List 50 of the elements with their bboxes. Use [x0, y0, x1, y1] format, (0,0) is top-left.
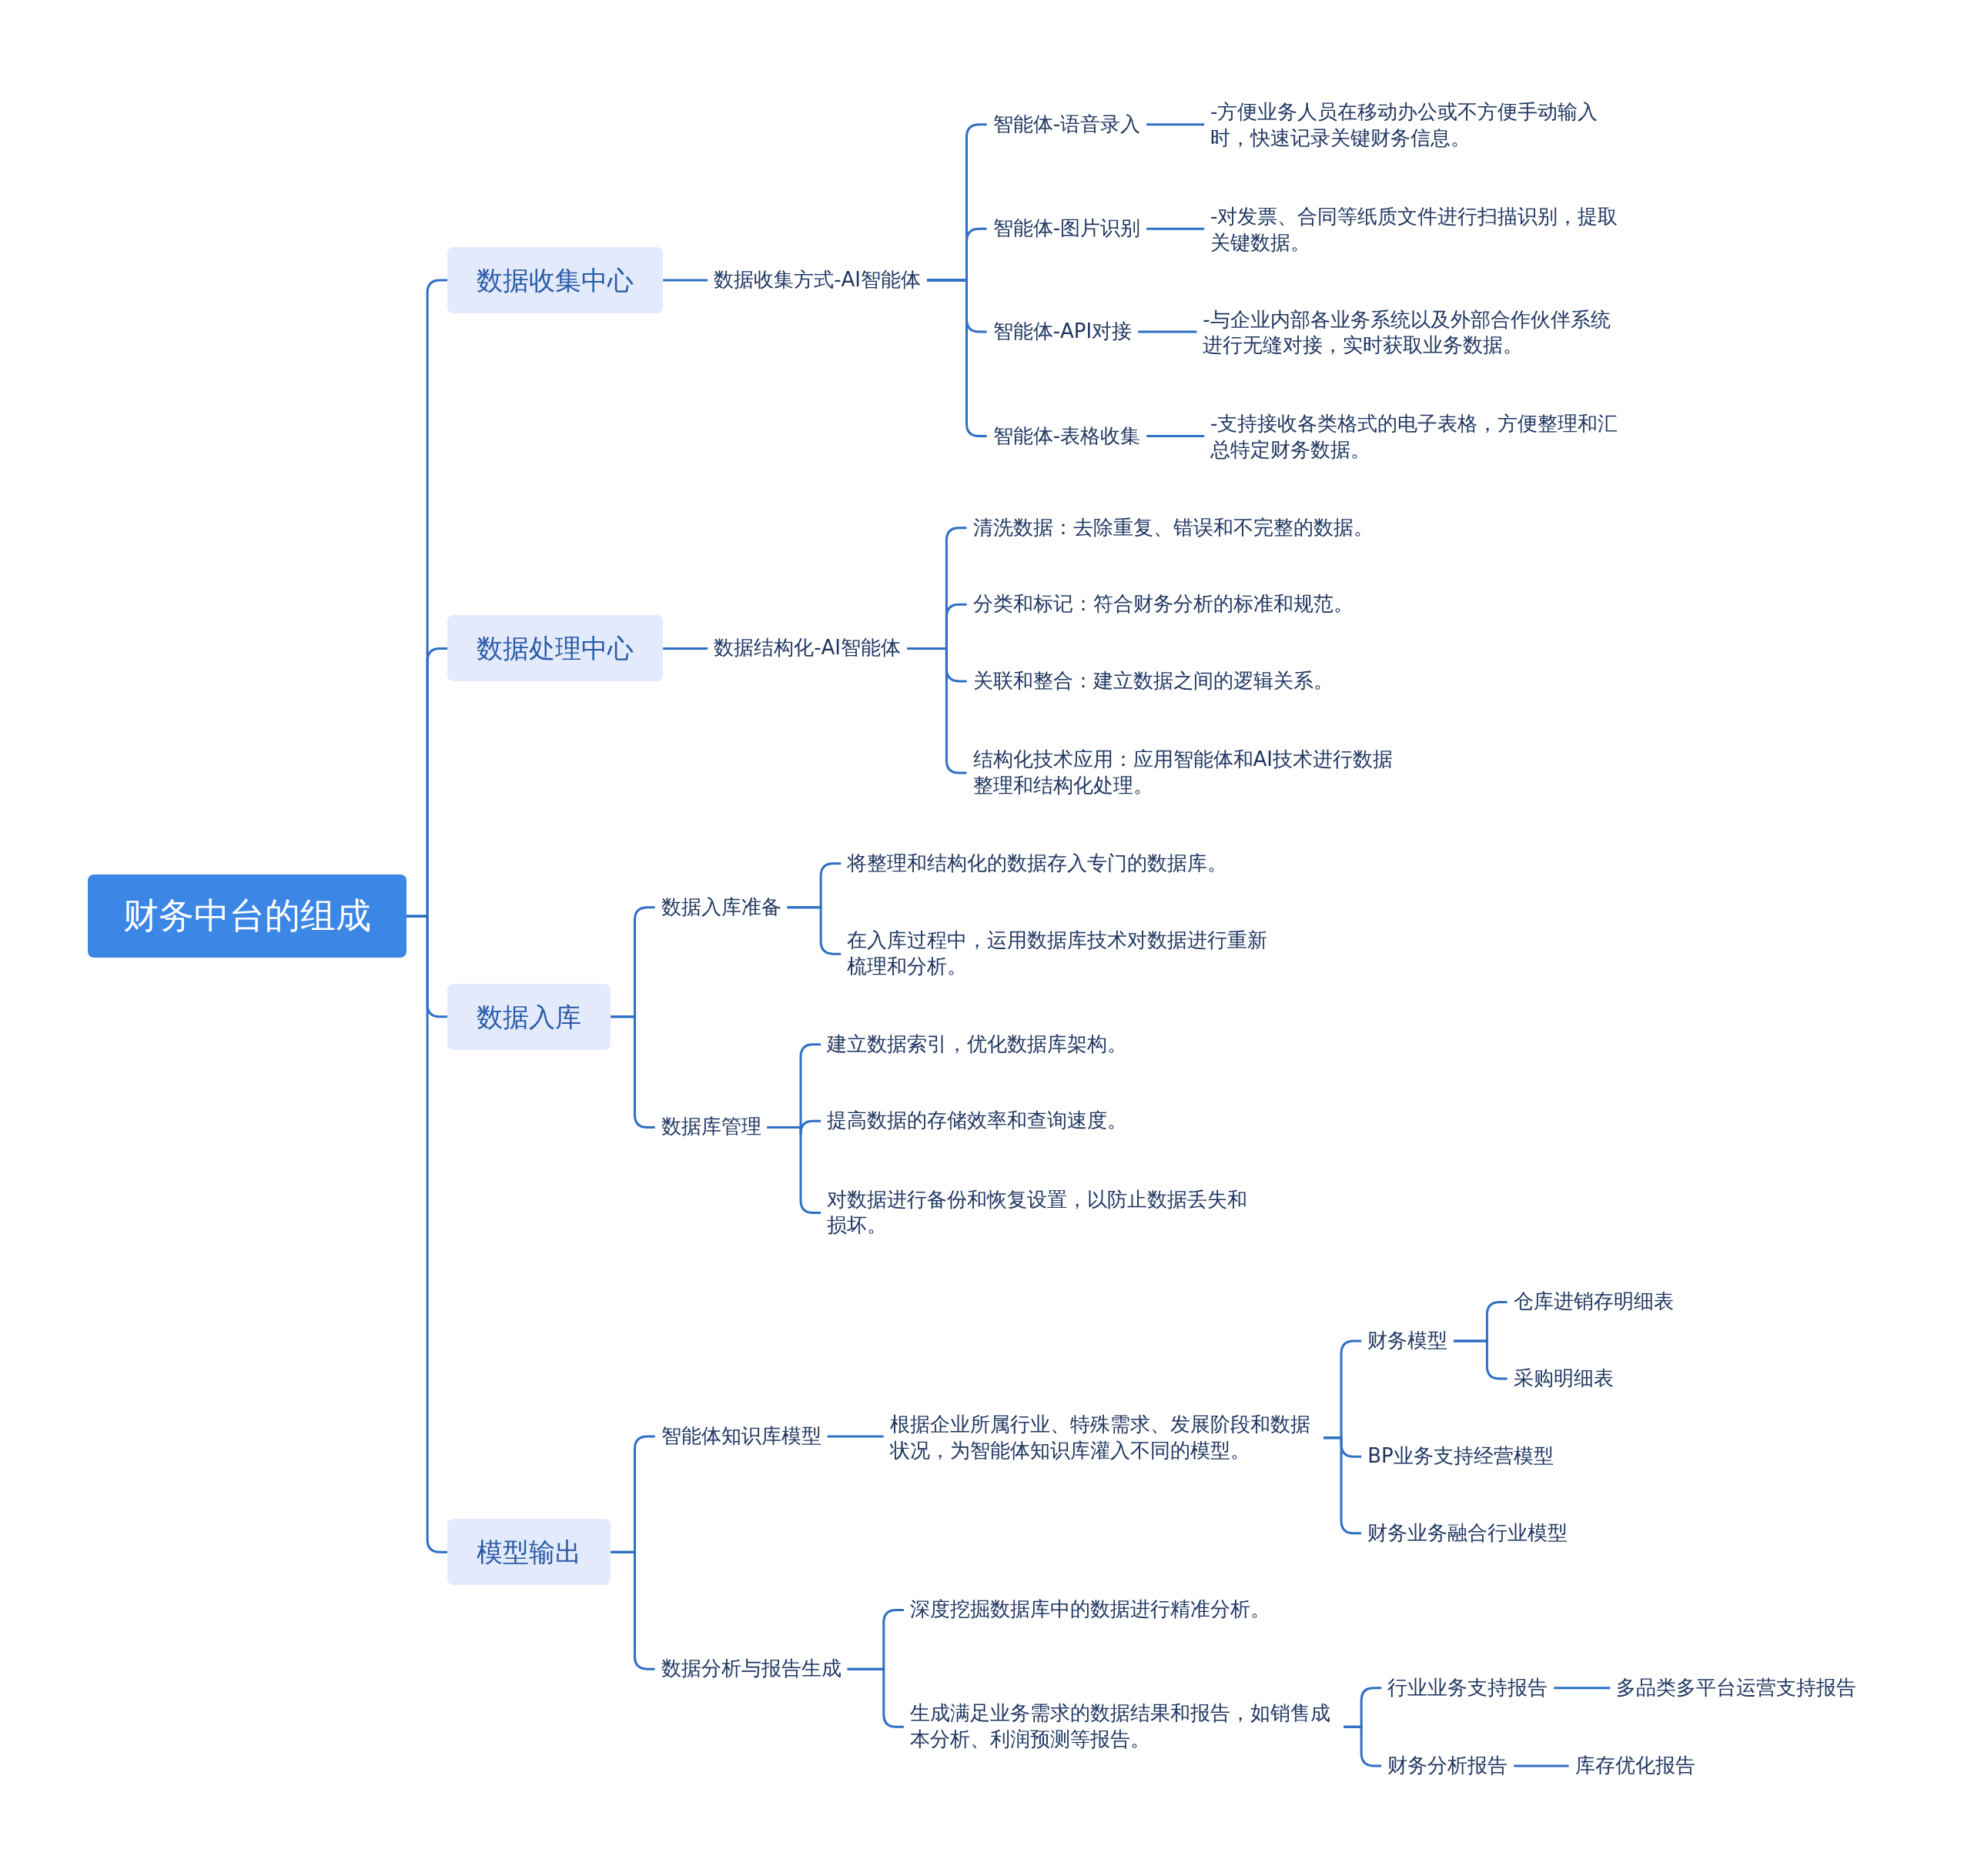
topic-text: 智能体-API对接: [986, 316, 1139, 348]
topic-text: 清洗数据：去除重复、错误和不完整的数据。: [966, 511, 1380, 544]
topic-text: 采购明细表: [1507, 1363, 1620, 1395]
topic-text: 关联和整合：建立数据之间的逻辑关系。: [966, 665, 1340, 697]
topic-text: BP业务支持经营模型: [1361, 1440, 1560, 1473]
topic-text: 数据分析与报告生成: [654, 1653, 848, 1686]
topic-text: 数据收集方式-AI智能体: [708, 264, 927, 296]
connector-line: [663, 647, 708, 650]
topic-text: 提高数据的存储效率和查询速度。: [821, 1105, 1134, 1138]
connector-line: [1138, 330, 1197, 333]
topic-box: 数据收集中心: [447, 247, 664, 314]
topic-text: 财务业务融合行业模型: [1361, 1517, 1574, 1550]
topic-text: 财务分析报告: [1381, 1750, 1514, 1782]
topic-text: 数据库管理: [654, 1111, 768, 1144]
topic-text: 将整理和结构化的数据存入专门的数据库。: [841, 847, 1234, 880]
topic-text: 多品类多平台运营支持报告: [1610, 1671, 1863, 1704]
topic-text: 智能体-表格收集: [986, 420, 1146, 453]
connector-line: [1146, 435, 1205, 437]
connector-line: [1146, 227, 1205, 230]
topic-text: 智能体-语音录入: [986, 108, 1146, 141]
topic-text: 智能体-图片识别: [986, 212, 1146, 246]
topic-text: 结构化技术应用：应用智能体和AI技术进行数据整理和结构化处理。: [966, 744, 1407, 802]
topic-box: 数据入库: [447, 983, 611, 1050]
topic-text: 仓库进销存明细表: [1507, 1286, 1680, 1319]
root-topic-box: 财务中台的组成: [88, 874, 407, 958]
topic-text: 建立数据索引，优化数据库架构。: [821, 1028, 1134, 1061]
topic-text: -方便业务人员在移动办公或不方便手动输入时，快速记录关键财务信息。: [1204, 96, 1638, 155]
topic-text: -对发票、合同等纸质文件进行扫描识别，提取关键数据。: [1204, 200, 1638, 259]
topic-text: -支持接收各类格式的电子表格，方便整理和汇总特定财务数据。: [1204, 408, 1638, 466]
topic-text: 根据企业所属行业、特殊需求、发展阶段和数据状况，为智能体知识库灌入不同的模型。: [883, 1408, 1324, 1467]
topic-text: 在入库过程中，运用数据库技术对数据进行重新梳理和分析。: [841, 925, 1281, 983]
topic-text: 财务模型: [1361, 1325, 1454, 1357]
topic-box: 数据处理中心: [447, 615, 664, 682]
connector-line: [827, 1435, 884, 1438]
topic-text: 行业业务支持报告: [1381, 1671, 1554, 1704]
connector-line: [663, 279, 708, 282]
topic-text: -与企业内部各业务系统以及外部合作伙伴系统进行无缝对接，实时获取业务数据。: [1196, 303, 1631, 363]
topic-text: 库存优化报告: [1568, 1750, 1702, 1782]
topic-text: 深度挖掘数据库中的数据进行精准分析。: [903, 1593, 1277, 1627]
topic-text: 数据结构化-AI智能体: [708, 632, 907, 665]
connector-line: [1514, 1764, 1569, 1767]
topic-box: 模型输出: [447, 1519, 611, 1586]
topic-text: 生成满足业务需求的数据结果和报告，如销售成本分析、利润预测等报告。: [903, 1697, 1344, 1757]
topic-text: 智能体知识库模型: [654, 1420, 828, 1453]
topic-text: 数据入库准备: [654, 891, 788, 924]
connector-line: [1554, 1687, 1611, 1690]
connector-line: [1146, 123, 1205, 126]
connector-line: [1454, 1339, 1508, 1380]
topic-text: 对数据进行备份和恢复设置，以防止数据丢失和损坏。: [821, 1183, 1261, 1242]
topic-text: 分类和标记：符合财务分析的标准和规范。: [966, 588, 1360, 621]
